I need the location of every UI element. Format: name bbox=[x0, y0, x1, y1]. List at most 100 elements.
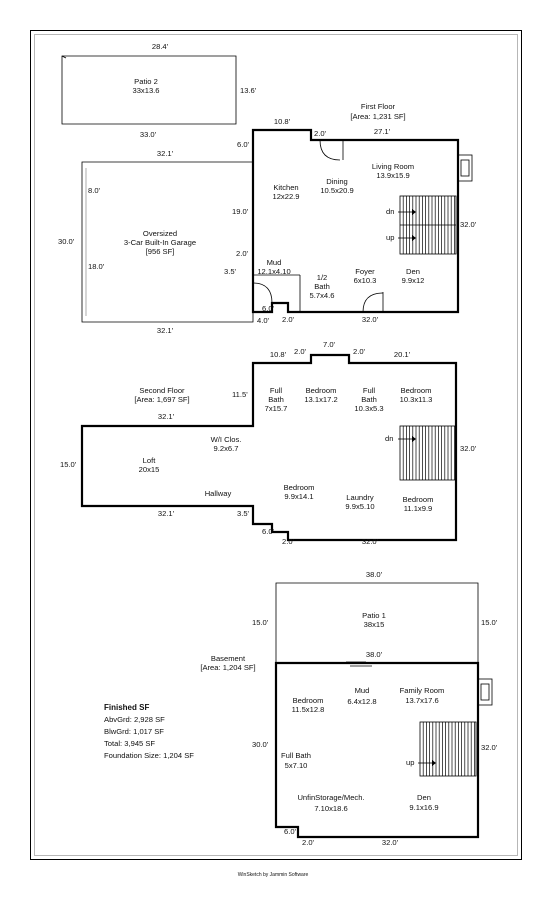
dim-32-0-bottom: 32.0' bbox=[362, 315, 379, 324]
patio-2-name: Patio 2 bbox=[134, 77, 158, 86]
room-bs-mud-size: 6.4x12.8 bbox=[347, 697, 376, 706]
room-mud-size: 12.1x4.10 bbox=[257, 267, 290, 276]
patio-1-dim-right: 15.0' bbox=[481, 618, 498, 627]
outer-frame bbox=[30, 30, 522, 860]
first-floor: Patio 2 33x13.6 28.4' 33.0' 13.6' Oversi… bbox=[58, 42, 477, 335]
room-foyer-size: 6x10.3 bbox=[354, 276, 377, 285]
dim-sf-6-0: 6.0' bbox=[262, 527, 275, 536]
dim-10-8: 10.8' bbox=[274, 117, 291, 126]
patio-1-dim-top: 38.0' bbox=[366, 570, 383, 579]
dim-sf-2-0-c: 2.0' bbox=[282, 537, 295, 546]
dim-sf-32-0-right: 32.0' bbox=[460, 444, 477, 453]
room-kitchen-size: 12x22.9 bbox=[272, 192, 299, 201]
room-bedroom-d-name: Bedroom bbox=[403, 495, 434, 504]
basement-title: Basement bbox=[211, 654, 246, 663]
patio-2-dim-top: 28.4' bbox=[152, 42, 169, 51]
dim-bs-6-0: 6.0' bbox=[284, 827, 297, 836]
stairs-first-floor bbox=[398, 195, 457, 255]
room-fullbath-a-name: Full bbox=[270, 386, 283, 395]
garage-line2: 3-Car Built-In Garage bbox=[124, 238, 196, 247]
room-bs-family-name: Family Room bbox=[400, 686, 445, 695]
dim-bs-2-0: 2.0' bbox=[302, 838, 315, 847]
room-wiclos-size: 9.2x6.7 bbox=[214, 444, 239, 453]
room-fullbath-a-size: 7x15.7 bbox=[265, 404, 288, 413]
room-bs-mud-name: Mud bbox=[355, 686, 370, 695]
dim-4-0: 4.0' bbox=[257, 316, 270, 325]
room-bedroom-b-size: 10.3x11.3 bbox=[400, 395, 433, 404]
room-bedroom-d-size: 11.1x9.9 bbox=[404, 504, 433, 513]
garage-dim-inner-bottom: 18.0' bbox=[88, 262, 105, 271]
second-floor-title: Second Floor bbox=[139, 386, 185, 395]
room-dining-name: Dining bbox=[326, 177, 348, 186]
dim-sf-10-8: 10.8' bbox=[270, 350, 287, 359]
fireplace-basement bbox=[477, 678, 493, 706]
room-dining-size: 10.5x20.9 bbox=[320, 186, 353, 195]
garage-dim-top: 32.1' bbox=[157, 149, 174, 158]
garage-name: Oversized bbox=[143, 229, 177, 238]
dim-32-0-right: 32.0' bbox=[460, 220, 477, 229]
garage-dim-left: 30.0' bbox=[58, 237, 75, 246]
room-bs-fullbath-name: Full Bath bbox=[281, 751, 311, 760]
dim-sf-2-0-a: 2.0' bbox=[294, 347, 307, 356]
footer-credit: WinSketch by Jammin Software bbox=[238, 872, 309, 878]
dim-sf-2-0-b: 2.0' bbox=[353, 347, 366, 356]
garage-outline bbox=[81, 161, 254, 323]
room-fullbath-b-name: Full bbox=[363, 386, 376, 395]
square-footage-summary: Finished SF AbvGrd: 2,928 SF BlwGrd: 1,0… bbox=[104, 703, 194, 760]
first-floor-title: First Floor bbox=[361, 102, 396, 111]
dim-3-5: 3.5' bbox=[224, 267, 237, 276]
dim-6-0-bottom: 6.0' bbox=[262, 304, 275, 313]
patio-1-dim-left: 15.0' bbox=[252, 618, 269, 627]
room-halfbath-size: Bath bbox=[314, 282, 330, 291]
dim-6-0: 6.0' bbox=[237, 140, 250, 149]
room-loft-size: 20x15 bbox=[139, 465, 160, 474]
room-laundry-name: Laundry bbox=[346, 493, 374, 502]
basement-outline bbox=[274, 661, 480, 839]
dim-bs-32-0-bottom: 32.0' bbox=[382, 838, 399, 847]
dim-sf-32-0-bottom: 32.0' bbox=[362, 537, 379, 546]
room-den-name: Den bbox=[406, 267, 420, 276]
room-foyer-name: Foyer bbox=[355, 267, 375, 276]
dim-19-0: 19.0' bbox=[232, 207, 249, 216]
patio-2-dim-bottom: 33.0' bbox=[140, 130, 157, 139]
stairs-dn-label-2: dn bbox=[385, 434, 393, 443]
dim-bs-30-0: 30.0' bbox=[252, 740, 269, 749]
dim-sf-20-1: 20.1' bbox=[394, 350, 411, 359]
patio-1-name: Patio 1 bbox=[362, 611, 386, 620]
room-den-size: 9.9x12 bbox=[402, 276, 425, 285]
second-floor-area: [Area: 1,697 SF] bbox=[134, 395, 189, 404]
room-bs-storage-name: UnfinStorage/Mech. bbox=[297, 793, 364, 802]
first-floor-area: [Area: 1,231 SF] bbox=[350, 112, 405, 121]
dim-sf-32-1-top: 32.1' bbox=[158, 412, 175, 421]
basement: Patio 1 38x15 38.0' 15.0' 15.0' 38.0' up… bbox=[200, 570, 497, 847]
basement-area: [Area: 1,204 SF] bbox=[200, 663, 255, 672]
room-fullbath-b-line2: Bath bbox=[361, 395, 377, 404]
dim-2-0-left: 2.0' bbox=[236, 249, 249, 258]
summary-total: Total: 3,945 SF bbox=[104, 739, 155, 748]
summary-title: Finished SF bbox=[104, 703, 149, 712]
dim-bs-32-0-right: 32.0' bbox=[481, 743, 498, 752]
patio-2-outline bbox=[61, 55, 237, 125]
patio-1-size: 38x15 bbox=[364, 620, 385, 629]
room-fullbath-b-size: 10.3x5.3 bbox=[354, 404, 383, 413]
room-bedroom-c-size: 9.9x14.1 bbox=[284, 492, 313, 501]
room-bs-den-name: Den bbox=[417, 793, 431, 802]
inner-frame bbox=[34, 34, 518, 856]
room-bedroom-b-name: Bedroom bbox=[401, 386, 432, 395]
room-loft-name: Loft bbox=[143, 456, 157, 465]
room-halfbath-name: 1/2 bbox=[317, 273, 328, 282]
summary-abvgrd: AbvGrd: 2,928 SF bbox=[104, 715, 165, 724]
second-floor: dn Second Floor [Area: 1,697 SF] Full Ba… bbox=[60, 340, 477, 546]
dim-sf-7-0: 7.0' bbox=[323, 340, 336, 349]
room-hallway-name: Hallway bbox=[205, 489, 232, 498]
patio-2-dim-right: 13.6' bbox=[240, 86, 257, 95]
room-bedroom-a-size: 13.1x17.2 bbox=[304, 395, 337, 404]
room-laundry-size: 9.9x5.10 bbox=[345, 502, 374, 511]
room-wiclos-name: W/I Clos. bbox=[211, 435, 242, 444]
room-living-name: Living Room bbox=[372, 162, 414, 171]
patio-1-dim-bottom: 38.0' bbox=[366, 650, 383, 659]
room-bs-den-size: 9.1x16.9 bbox=[409, 803, 438, 812]
stairs-up-label-basement: up bbox=[406, 758, 414, 767]
room-mud-name: Mud bbox=[267, 258, 282, 267]
